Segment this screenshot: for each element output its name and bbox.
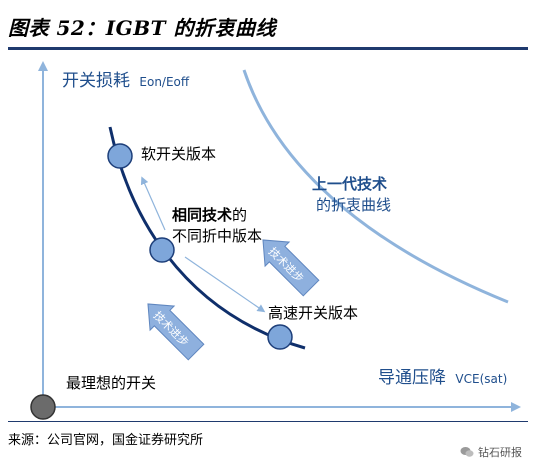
wechat-icon: [460, 447, 474, 457]
previous-generation-curve: [242, 69, 509, 304]
point-middle-tradeoff: [149, 237, 175, 263]
figure-title: 图表 52：IGBT 的折衷曲线: [8, 16, 276, 40]
label-soft-switching: 软开关版本: [141, 145, 216, 163]
igbt-tradeoff-diagram: 开关损耗 Eon/Eoff 导通压降 VCE(sat) 上一代技术 的折衷曲线 …: [30, 61, 521, 420]
tech-progress-arrow-1: [262, 239, 320, 297]
figure-header: 图表 52：IGBT 的折衷曲线: [0, 0, 536, 52]
label-middle-tradeoff: 不同折中版本: [172, 227, 262, 245]
label-ideal-switch: 最理想的开关: [66, 374, 156, 392]
figure-source: 来源：公司官网，国金证券研究所: [8, 433, 204, 448]
tech-progress-badge-2: 技术进步: [147, 303, 205, 361]
source-divider: [8, 421, 528, 422]
y-axis-label: 开关损耗 Eon/Eoff: [62, 71, 190, 91]
point-soft-switching: [107, 143, 133, 169]
label-same-tech: 相同技术的: [172, 206, 247, 224]
arrow-toward-fast: [184, 256, 266, 313]
title-divider: [8, 47, 528, 50]
x-axis-label: 导通压降 VCE(sat): [378, 368, 507, 388]
arrow-toward-soft: [140, 176, 166, 231]
point-high-speed: [267, 324, 293, 350]
watermark: 钻石研报: [460, 444, 522, 460]
previous-generation-label-line2: 的折衷曲线: [316, 196, 391, 214]
point-ideal-switch: [30, 394, 56, 420]
watermark-text: 钻石研报: [478, 446, 522, 459]
label-high-speed: 高速开关版本: [268, 304, 358, 322]
tech-progress-arrow-2: [147, 303, 205, 361]
previous-generation-label-line1: 上一代技术: [312, 175, 387, 193]
